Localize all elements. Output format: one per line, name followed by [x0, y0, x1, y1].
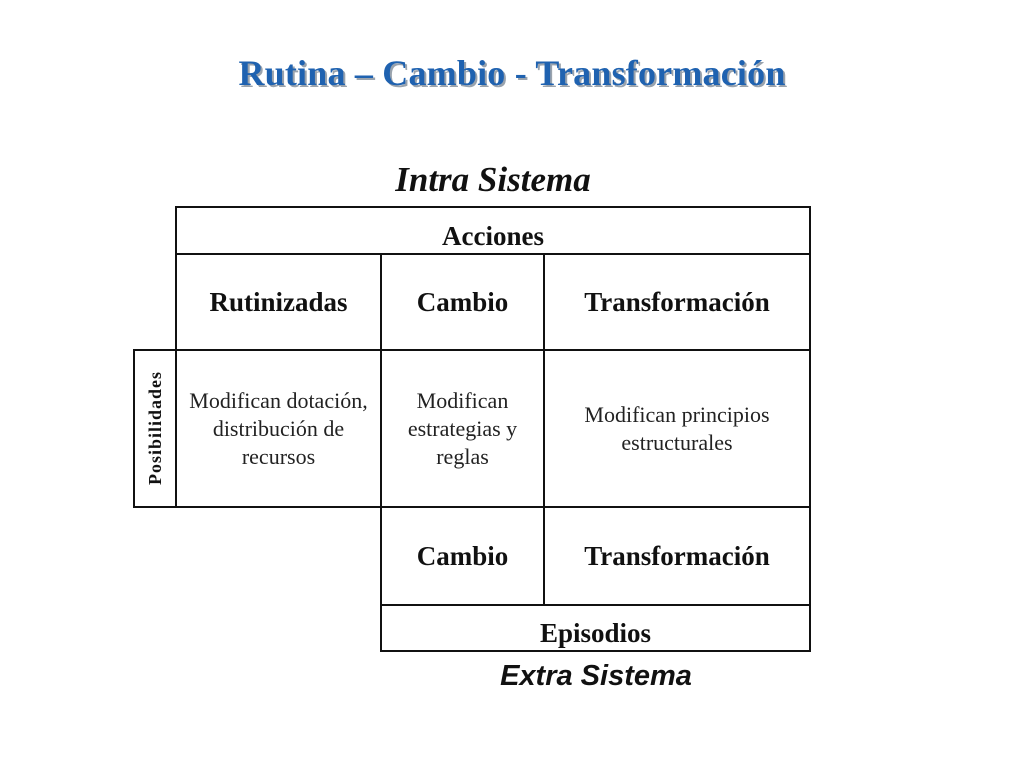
column-header-transformacion: Transformación [543, 253, 811, 351]
row-label-text: Posibilidades [144, 371, 165, 486]
row-label-posibilidades: Posibilidades [133, 349, 177, 508]
slide-title: Rutina – Cambio - Transformación [238, 53, 786, 93]
description-cambio: Modifican estrategias y reglas [380, 349, 545, 508]
intra-sistema-label: Intra Sistema [395, 160, 591, 199]
episodios-header: Episodios [380, 604, 811, 652]
column-header-cambio: Cambio [380, 253, 545, 351]
column-header-rutinizadas: Rutinizadas [175, 253, 382, 351]
bottom-column-header-transformacion: Transformación [543, 506, 811, 606]
description-transformacion: Modifican principios estructurales [543, 349, 811, 508]
acciones-header: Acciones [175, 206, 811, 255]
extra-sistema-label: Extra Sistema [500, 660, 692, 692]
description-rutinizadas: Modifican dotación, distribución de recu… [175, 349, 382, 508]
bottom-column-header-cambio: Cambio [380, 506, 545, 606]
